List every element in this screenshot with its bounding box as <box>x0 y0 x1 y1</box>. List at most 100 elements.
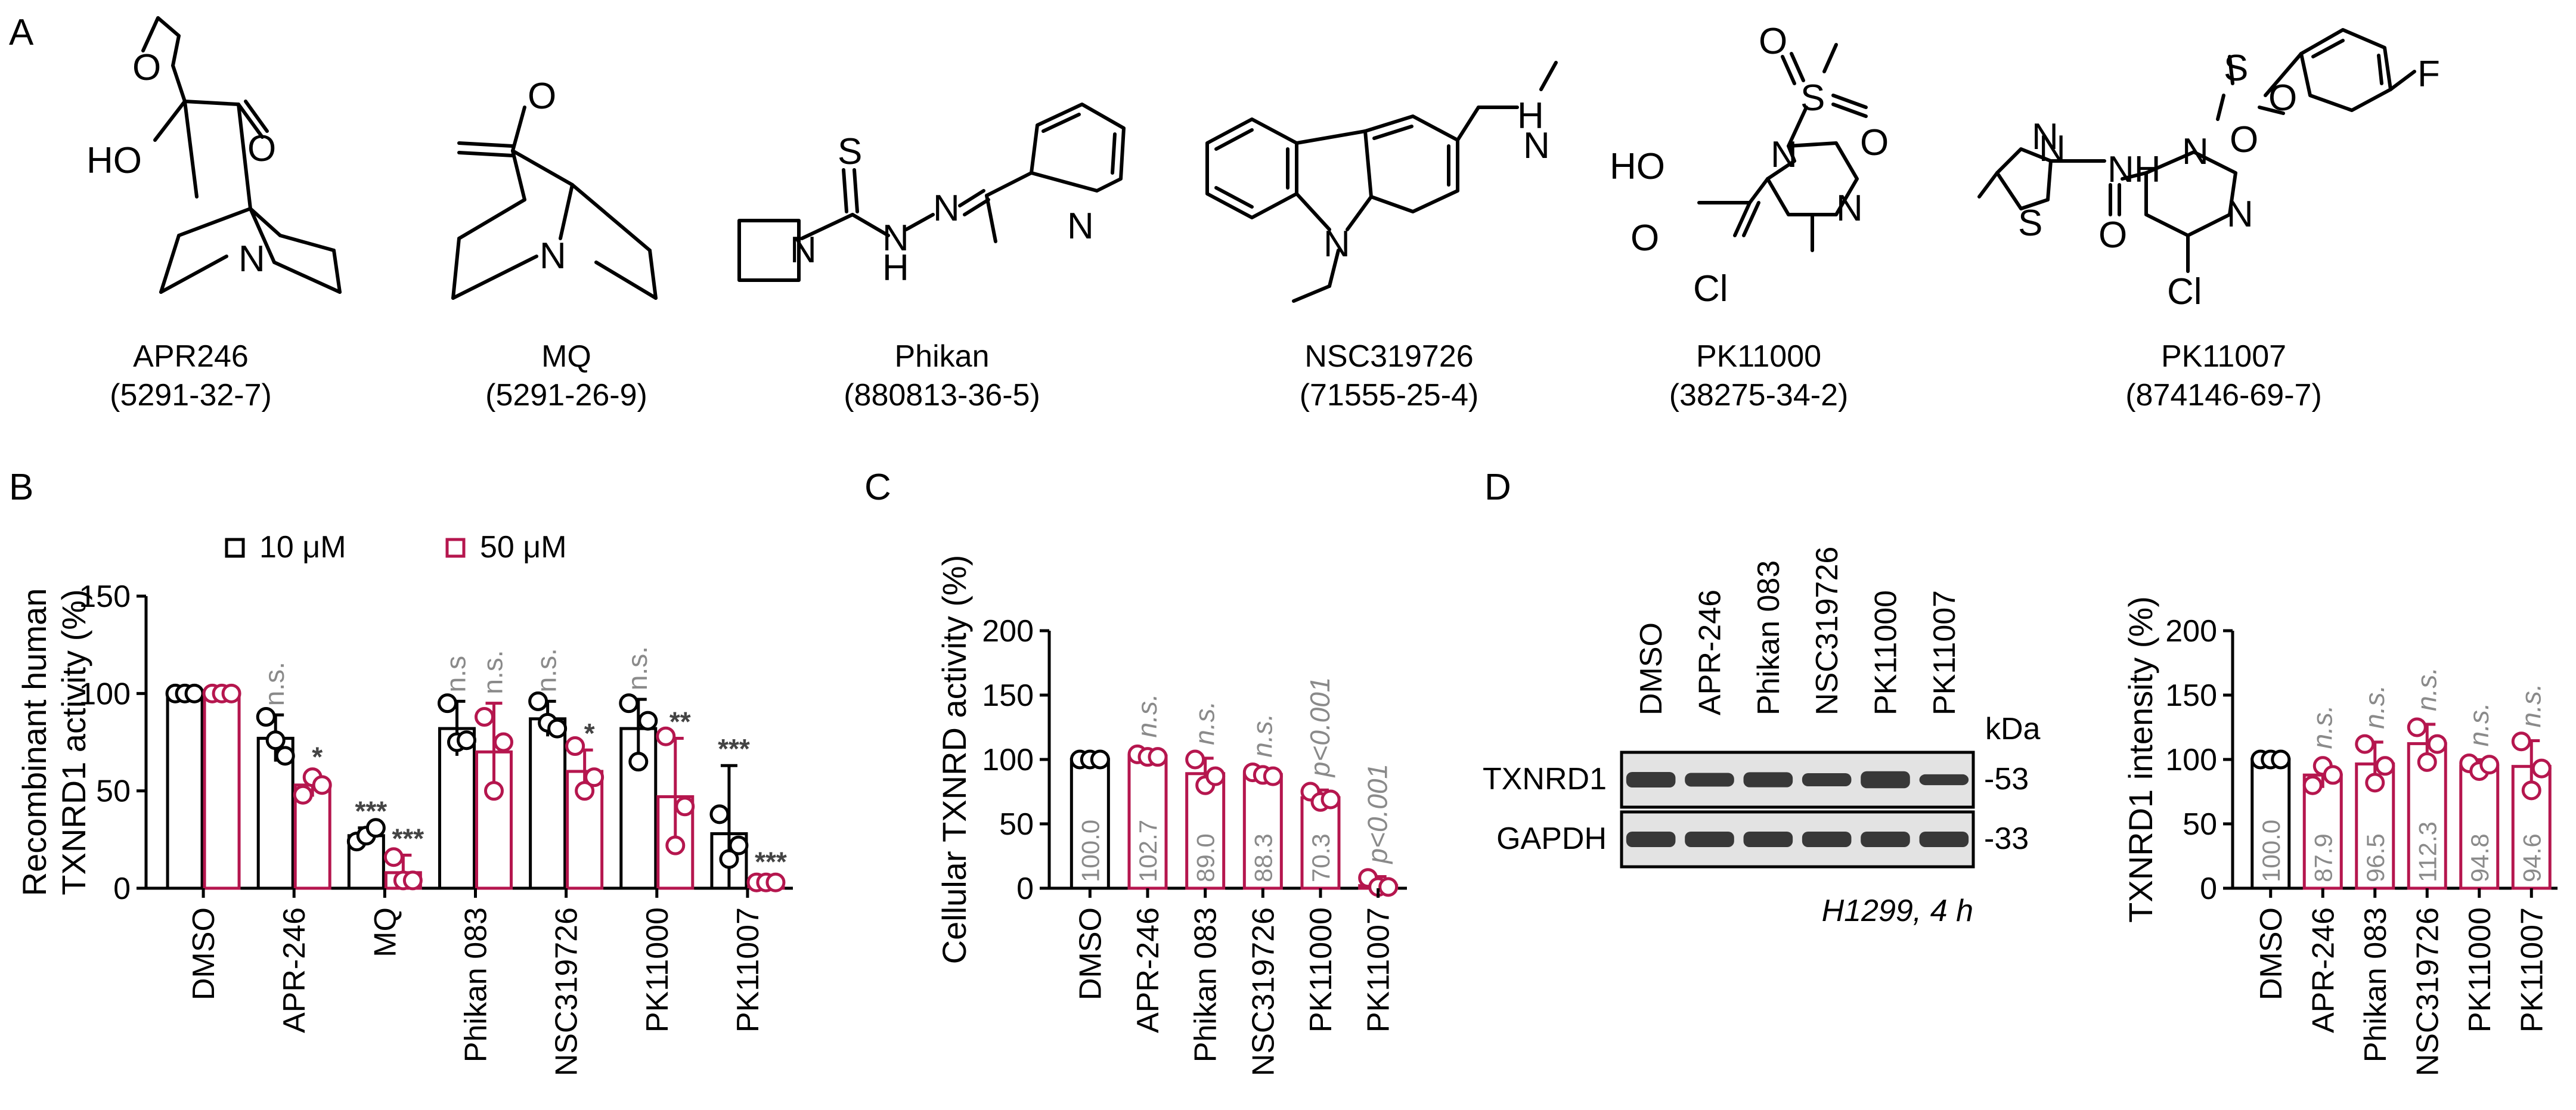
data-point <box>1185 749 1205 770</box>
atom-label: H <box>1517 95 1544 137</box>
data-point <box>293 785 313 805</box>
atom-label: N <box>540 235 566 277</box>
atom-label: O <box>2098 215 2127 256</box>
data-point <box>2302 775 2323 795</box>
x-tick-label: APR-246 <box>2306 907 2341 1033</box>
y-tick-label: 100 <box>982 743 1034 777</box>
data-point <box>275 746 295 766</box>
structures-panel: O O H O N O N <box>86 16 2440 312</box>
atom-label: S <box>1800 77 1825 119</box>
legend-swatch <box>225 538 245 558</box>
lane-label: PK11000 <box>1869 590 1904 715</box>
significance-label: p<0.001 <box>1362 764 1393 865</box>
panel-label-c: C <box>864 467 891 508</box>
compound-name: PK11000 <box>1696 339 1821 374</box>
data-point <box>1378 877 1399 897</box>
x-tick-label: DMSO <box>187 907 221 1000</box>
data-point <box>2365 773 2385 793</box>
x-tick-label: MQ <box>368 907 402 957</box>
data-point <box>494 732 513 752</box>
atom-label: H <box>882 247 909 289</box>
significance-label: n.s. <box>622 646 653 690</box>
data-point <box>1148 747 1168 767</box>
value-label: 89.0 <box>1192 833 1220 882</box>
significance-label: n.s. <box>1247 714 1278 758</box>
lane-label: PK11007 <box>1927 590 1962 715</box>
x-tick-label: DMSO <box>1073 907 1108 1000</box>
data-point <box>1205 766 1226 786</box>
structure-apr246 <box>141 16 342 294</box>
data-point <box>1090 749 1110 770</box>
blot-band <box>1685 773 1734 787</box>
data-point <box>312 775 332 795</box>
data-point <box>665 835 686 855</box>
significance-label: n.s. <box>1132 693 1163 737</box>
bar <box>1070 758 1110 890</box>
legend-label: 50 μM <box>480 530 567 565</box>
compound-cas: (71555-25-4) <box>1300 378 1479 413</box>
data-point <box>575 781 595 801</box>
lane-label: NSC319726 <box>1810 547 1845 715</box>
atom-label: O <box>528 76 556 117</box>
compound-name: Phikan <box>895 339 990 374</box>
data-point <box>184 683 204 703</box>
atom-label: O <box>247 128 276 169</box>
data-point <box>2521 780 2541 801</box>
atom-label: N <box>2182 131 2209 172</box>
significance-label: n.s. <box>478 650 509 694</box>
data-point <box>2531 758 2552 779</box>
x-tick-label: PK11000 <box>2463 907 2497 1033</box>
value-label: 94.8 <box>2466 833 2494 882</box>
blot-unit: kDa <box>1985 712 2041 746</box>
atom-label: N <box>1523 125 1550 166</box>
value-label: 88.3 <box>1249 833 1277 882</box>
atom-label: N <box>1771 134 1797 175</box>
x-tick-label: NSC319726 <box>550 907 584 1076</box>
blot-row-label: TXNRD1 <box>1483 762 1607 796</box>
data-point <box>2355 734 2375 754</box>
data-point <box>475 707 494 727</box>
atom-label: N <box>1323 224 1350 265</box>
atom-label: O <box>2230 119 2258 160</box>
data-point <box>438 693 457 714</box>
atom-label: N <box>2039 128 2066 169</box>
compound-name: PK11007 <box>2161 339 2286 374</box>
data-point <box>2407 717 2427 737</box>
data-point <box>2271 749 2291 770</box>
compound-cas: (38275-34-2) <box>1669 378 1849 413</box>
compound-name: APR246 <box>133 339 249 374</box>
y-tick-label: 200 <box>2165 614 2217 649</box>
structure-nsc319726 <box>1205 61 1558 303</box>
data-point <box>365 818 386 838</box>
y-tick-label: 150 <box>2165 678 2217 713</box>
y-tick-label: 150 <box>982 678 1034 713</box>
compound-cas: (5291-32-7) <box>110 378 272 413</box>
atom-label: NH <box>2107 149 2161 190</box>
compound-captions: APR246 (5291-32-7) MQ (5291-26-9) Phikan… <box>110 339 2322 413</box>
atom-label: O <box>1759 21 1787 62</box>
data-point <box>221 683 241 703</box>
data-point <box>1320 789 1341 810</box>
atom-label: N <box>1067 206 1094 247</box>
significance-label: *** <box>355 796 387 827</box>
lane-label: DMSO <box>1634 622 1669 715</box>
blot-marker: -53 <box>1984 762 2029 796</box>
data-point <box>765 872 786 892</box>
data-point <box>719 849 739 869</box>
significance-label: n.s. <box>2307 705 2338 749</box>
atom-label: S <box>838 131 862 172</box>
x-tick-label: Phikan 083 <box>459 907 494 1062</box>
data-point <box>2427 734 2447 754</box>
bar <box>203 692 241 890</box>
atom-label: N <box>2227 194 2253 235</box>
x-tick-label: PK11000 <box>640 907 675 1033</box>
compound-cas: (874146-69-7) <box>2125 378 2322 413</box>
blot-band <box>1802 832 1852 847</box>
panel-label-b: B <box>9 467 33 508</box>
significance-label: p<0.001 <box>1304 677 1335 779</box>
significance-label: n.s. <box>2463 702 2494 746</box>
